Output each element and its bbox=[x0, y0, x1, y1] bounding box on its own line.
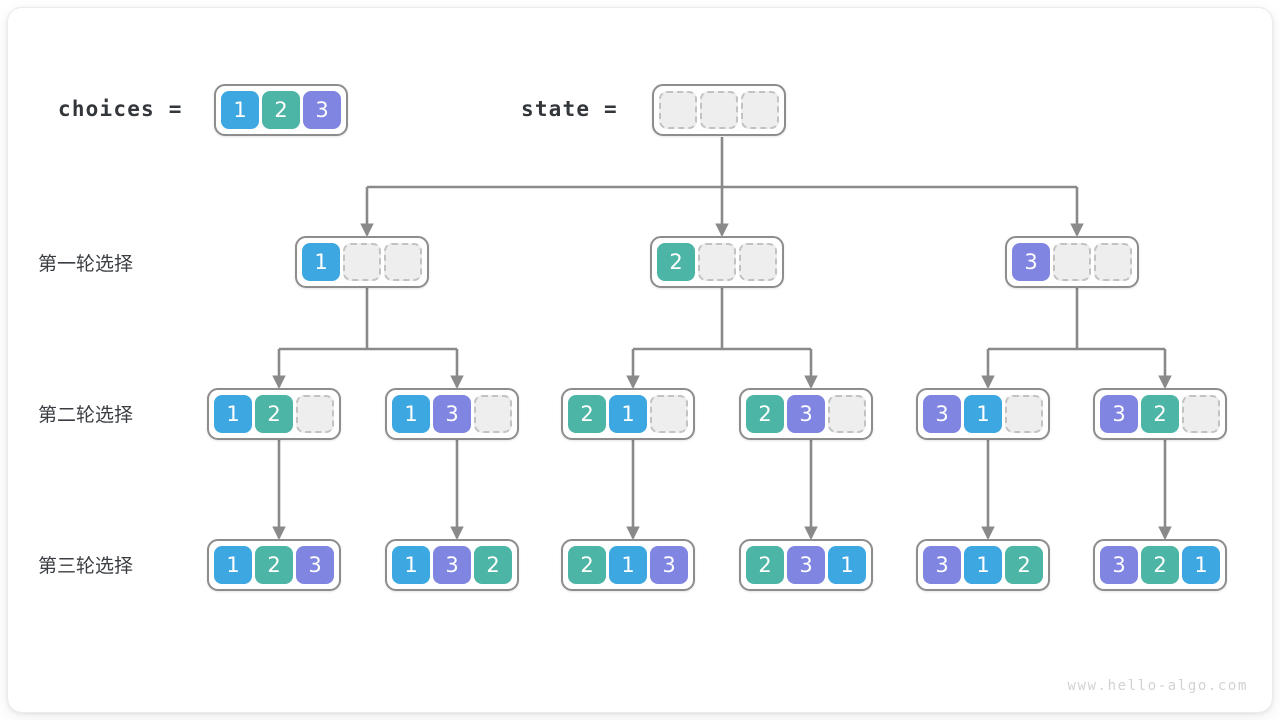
state-label: state = bbox=[521, 97, 618, 121]
level2-node-4-cell-2 bbox=[1005, 395, 1043, 433]
level2-node-3-cell-0: 2 bbox=[746, 395, 784, 433]
level1-node-0-cell-1 bbox=[343, 243, 381, 281]
level3-node-2: 2 1 3 bbox=[561, 539, 695, 591]
level3-node-1-cell-2: 2 bbox=[474, 546, 512, 584]
choices-cell-2: 3 bbox=[303, 91, 341, 129]
level2-node-5: 3 2 bbox=[1093, 388, 1227, 440]
level2-node-0-cell-0: 1 bbox=[214, 395, 252, 433]
row-label-round-1: 第一轮选择 bbox=[38, 253, 134, 275]
level3-node-0-cell-1: 2 bbox=[255, 546, 293, 584]
level1-node-2: 3 bbox=[1005, 236, 1139, 288]
level3-node-5-cell-1: 2 bbox=[1141, 546, 1179, 584]
level2-node-4-cell-1: 1 bbox=[964, 395, 1002, 433]
level3-node-4-cell-2: 2 bbox=[1005, 546, 1043, 584]
level3-node-1-cell-0: 1 bbox=[392, 546, 430, 584]
level2-node-3-cell-2 bbox=[828, 395, 866, 433]
level2-node-2: 2 1 bbox=[561, 388, 695, 440]
level1-node-1-cell-2 bbox=[739, 243, 777, 281]
row-label-round-3: 第三轮选择 bbox=[38, 555, 134, 577]
level2-node-4-cell-0: 3 bbox=[923, 395, 961, 433]
level1-node-2-cell-0: 3 bbox=[1012, 243, 1050, 281]
level3-node-0-cell-2: 3 bbox=[296, 546, 334, 584]
level1-node-1-cell-0: 2 bbox=[657, 243, 695, 281]
level3-node-5-cell-2: 1 bbox=[1182, 546, 1220, 584]
level1-node-0: 1 bbox=[295, 236, 429, 288]
level1-node-0-cell-2 bbox=[384, 243, 422, 281]
level2-node-2-cell-2 bbox=[650, 395, 688, 433]
level2-node-3-cell-1: 3 bbox=[787, 395, 825, 433]
level3-node-0: 1 2 3 bbox=[207, 539, 341, 591]
level2-node-3: 2 3 bbox=[739, 388, 873, 440]
level1-node-2-cell-1 bbox=[1053, 243, 1091, 281]
level3-node-5-cell-0: 3 bbox=[1100, 546, 1138, 584]
level1-node-1: 2 bbox=[650, 236, 784, 288]
level2-node-5-cell-1: 2 bbox=[1141, 395, 1179, 433]
level3-node-3-cell-2: 1 bbox=[828, 546, 866, 584]
choices-cell-0: 1 bbox=[221, 91, 259, 129]
level2-node-0-cell-1: 2 bbox=[255, 395, 293, 433]
level3-node-4-cell-0: 3 bbox=[923, 546, 961, 584]
level3-node-3-cell-0: 2 bbox=[746, 546, 784, 584]
level3-node-4-cell-1: 1 bbox=[964, 546, 1002, 584]
level1-node-1-cell-1 bbox=[698, 243, 736, 281]
level2-node-0-cell-2 bbox=[296, 395, 334, 433]
level3-node-4: 3 1 2 bbox=[916, 539, 1050, 591]
choices-label: choices = bbox=[58, 97, 183, 121]
level3-node-1-cell-1: 3 bbox=[433, 546, 471, 584]
level3-node-0-cell-0: 1 bbox=[214, 546, 252, 584]
level2-node-0: 1 2 bbox=[207, 388, 341, 440]
level2-node-1-cell-2 bbox=[474, 395, 512, 433]
watermark: www.hello-algo.com bbox=[1067, 678, 1248, 694]
state-cell-1 bbox=[700, 91, 738, 129]
level2-node-1-cell-1: 3 bbox=[433, 395, 471, 433]
level2-node-5-cell-2 bbox=[1182, 395, 1220, 433]
level3-node-3-cell-1: 3 bbox=[787, 546, 825, 584]
level3-node-2-cell-0: 2 bbox=[568, 546, 606, 584]
level2-node-4: 3 1 bbox=[916, 388, 1050, 440]
level3-node-3: 2 3 1 bbox=[739, 539, 873, 591]
level2-node-1-cell-0: 1 bbox=[392, 395, 430, 433]
row-label-round-2: 第二轮选择 bbox=[38, 404, 134, 426]
choices-array: 1 2 3 bbox=[214, 84, 348, 136]
level2-node-2-cell-0: 2 bbox=[568, 395, 606, 433]
level1-node-0-cell-0: 1 bbox=[302, 243, 340, 281]
state-cell-2 bbox=[741, 91, 779, 129]
choices-cell-1: 2 bbox=[262, 91, 300, 129]
level3-node-2-cell-1: 1 bbox=[609, 546, 647, 584]
state-array bbox=[652, 84, 786, 136]
level2-node-5-cell-0: 3 bbox=[1100, 395, 1138, 433]
level1-node-2-cell-2 bbox=[1094, 243, 1132, 281]
state-cell-0 bbox=[659, 91, 697, 129]
level2-node-1: 1 3 bbox=[385, 388, 519, 440]
level3-node-2-cell-2: 3 bbox=[650, 546, 688, 584]
level3-node-5: 3 2 1 bbox=[1093, 539, 1227, 591]
level2-node-2-cell-1: 1 bbox=[609, 395, 647, 433]
level3-node-1: 1 3 2 bbox=[385, 539, 519, 591]
